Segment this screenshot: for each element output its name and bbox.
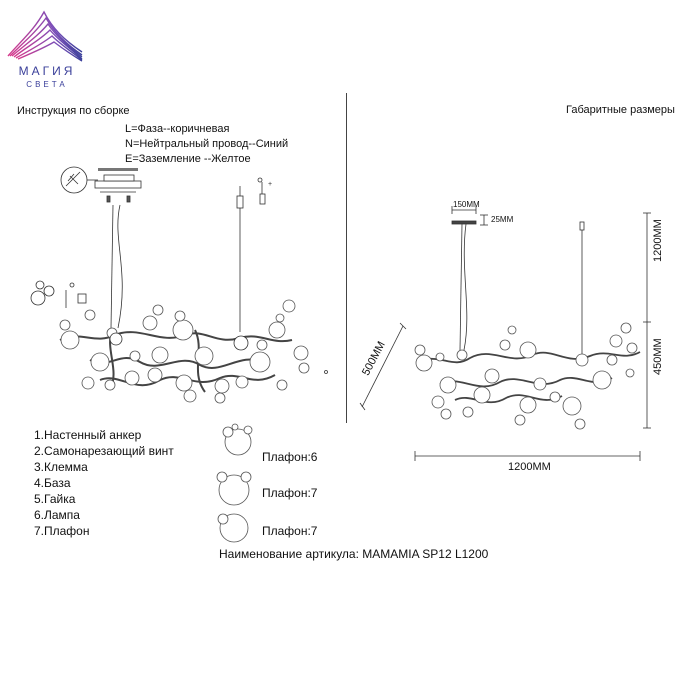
assembly-title: Инструкция по сборке — [17, 105, 130, 117]
brand-name: МАГИЯ — [18, 64, 76, 78]
part-item: 3.Клемма — [34, 460, 88, 474]
globes-right — [414, 322, 638, 430]
wiring-line-e: E=Заземление --Желтое — [125, 153, 251, 165]
part-item: 7.Плафон — [34, 524, 90, 538]
part-item: 1.Настенный анкер — [34, 428, 142, 442]
dimension-drawing — [359, 206, 651, 461]
shade-label: Плафон:7 — [262, 524, 318, 538]
shade-label: Плафон:7 — [262, 486, 318, 500]
parts-list: 1.Настенный анкер 2.Самонарезающий винт … — [34, 428, 174, 540]
globes-left — [59, 299, 310, 404]
dim-cable-label: 1200MM — [652, 219, 664, 262]
dimensions-title: Габаритные размеры — [566, 104, 675, 116]
wiring-line-n: N=Нейтральный провод--Синий — [125, 138, 289, 150]
part-item: 4.База — [34, 476, 71, 490]
brand-tagline: СВЕТА — [26, 80, 68, 89]
shade-samples — [216, 423, 253, 543]
dim-canopy-label: 150MM — [453, 200, 480, 209]
part-item: 5.Гайка — [34, 492, 76, 506]
logo-wave-icon — [7, 10, 83, 62]
article-name: Наименование артикула: MAMAMIA SP12 L120… — [219, 547, 489, 561]
wiring-line-l: L=Фаза--коричневая — [125, 123, 230, 135]
shade-label: Плафон:6 — [262, 450, 318, 464]
dim-width-label: 1200MM — [508, 461, 551, 473]
svg-text:+: + — [268, 181, 272, 188]
canopy-detail — [94, 168, 142, 203]
dim-canopy-height-label: 25MM — [491, 215, 514, 224]
dim-height-label: 450MM — [652, 338, 664, 375]
part-item: 6.Лампа — [34, 508, 80, 522]
vertical-divider — [346, 93, 347, 423]
part-item: 2.Самонарезающий винт — [34, 444, 174, 458]
